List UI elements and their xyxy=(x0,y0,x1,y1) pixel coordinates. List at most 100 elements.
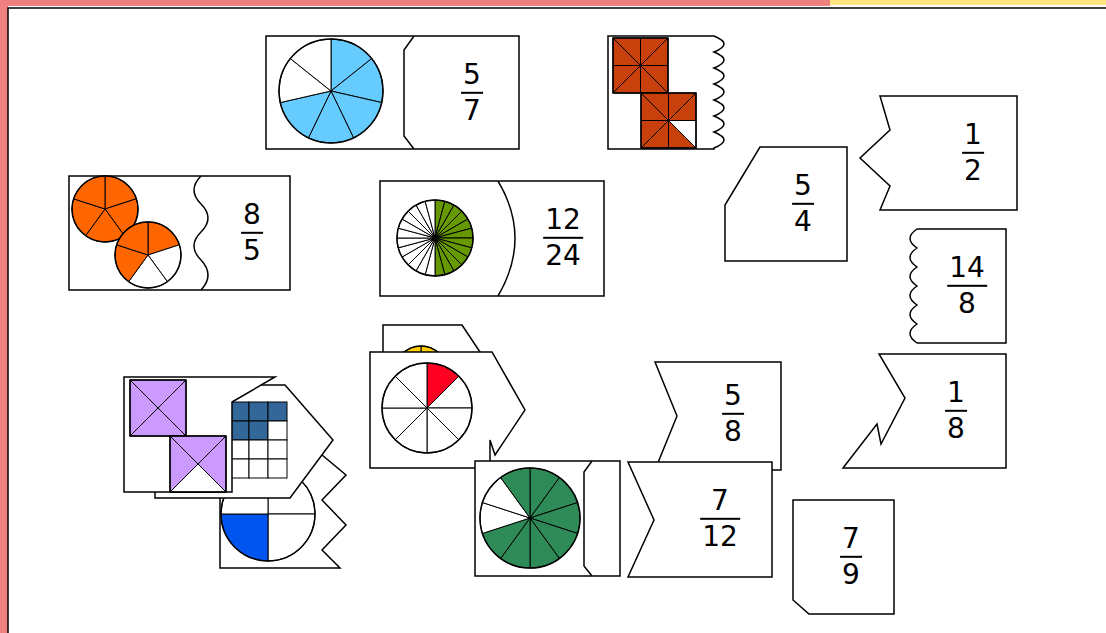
pie-picture xyxy=(480,468,580,568)
square-part xyxy=(641,93,669,121)
numerator: 5 xyxy=(791,170,815,202)
square-part xyxy=(669,121,697,149)
piece-border xyxy=(628,462,772,577)
pie-sector xyxy=(427,376,472,408)
square-outline xyxy=(613,38,668,93)
square-part xyxy=(641,38,669,66)
piece-joint xyxy=(404,36,414,149)
fraction-piece: 12 xyxy=(860,96,1017,210)
square-part xyxy=(641,66,669,94)
numerator: 8 xyxy=(240,199,264,231)
denominator: 24 xyxy=(542,240,584,272)
fraction-bar xyxy=(700,518,740,520)
fraction-piece: 58 xyxy=(655,362,781,470)
fraction: 79 xyxy=(839,523,863,591)
denominator: 7 xyxy=(460,95,484,127)
pie-sector xyxy=(427,408,459,453)
grid-cell xyxy=(268,459,287,478)
puzzle-piece xyxy=(475,461,620,576)
grid-cell xyxy=(268,440,287,459)
square-part xyxy=(669,93,697,121)
piece-border xyxy=(725,147,847,261)
grid-cell xyxy=(268,402,287,421)
numerator: 14 xyxy=(946,252,988,284)
numerator: 5 xyxy=(721,380,745,412)
fraction-bar xyxy=(543,237,583,239)
denominator: 4 xyxy=(791,206,815,238)
piece-joint xyxy=(498,181,515,296)
pie-outline xyxy=(397,200,473,276)
puzzle-piece xyxy=(124,377,275,492)
fraction-piece: 18 xyxy=(843,354,1006,468)
grid-cell xyxy=(230,440,249,459)
frame-strip xyxy=(0,0,830,6)
pie-sector xyxy=(395,363,427,408)
piece-border xyxy=(793,500,894,614)
piece-outline xyxy=(725,147,847,261)
grid-cell xyxy=(230,402,249,421)
piece-border xyxy=(266,36,519,149)
frame-strip xyxy=(0,0,8,633)
square-part xyxy=(613,66,641,94)
fraction-piece: 79 xyxy=(793,500,894,614)
pie-outline xyxy=(382,363,472,453)
fraction-bar xyxy=(241,232,263,234)
fraction-piece: 1224 xyxy=(380,181,604,296)
piece-joint xyxy=(584,461,592,576)
pie-picture xyxy=(382,363,472,453)
numerator: 1 xyxy=(961,119,985,151)
fraction: 85 xyxy=(240,199,264,267)
fraction-bar xyxy=(722,413,744,415)
fraction: 54 xyxy=(791,170,815,238)
denominator: 2 xyxy=(961,155,985,187)
square-part xyxy=(669,121,697,149)
square-part xyxy=(130,380,158,436)
grid-cell xyxy=(249,402,268,421)
numerator: 1 xyxy=(944,377,968,409)
piece-joint xyxy=(194,176,208,290)
denominator: 8 xyxy=(944,413,968,445)
fraction-bar xyxy=(947,285,987,287)
grid-cell xyxy=(268,421,287,440)
piece-border xyxy=(69,176,290,290)
fraction-bar xyxy=(945,410,967,412)
square-part xyxy=(170,436,198,492)
grid-cell xyxy=(249,459,268,478)
piece-outline xyxy=(655,362,781,470)
fraction: 58 xyxy=(721,380,745,448)
pie-sector xyxy=(397,238,435,248)
pie-sector xyxy=(435,238,445,276)
pie-outline xyxy=(279,39,383,143)
piece-border xyxy=(380,181,604,296)
square-part xyxy=(641,121,669,149)
square-outline xyxy=(641,93,696,148)
grid-cell xyxy=(249,421,268,440)
denominator: 8 xyxy=(946,288,988,320)
grid-cell xyxy=(230,459,249,478)
denominator: 5 xyxy=(240,235,264,267)
numerator: 12 xyxy=(542,204,584,236)
pie-outline xyxy=(480,468,580,568)
fraction-bar xyxy=(461,92,483,94)
square-part xyxy=(613,38,641,66)
grid-cell xyxy=(249,440,268,459)
square-part xyxy=(669,93,697,121)
grid-cell xyxy=(230,421,249,440)
frame-line xyxy=(8,8,1106,633)
pie-sector xyxy=(117,222,148,255)
piece-border xyxy=(843,354,1006,468)
fraction: 1224 xyxy=(542,204,584,272)
piece-border xyxy=(910,229,1006,343)
pie-outline xyxy=(115,222,181,288)
puzzle-piece xyxy=(370,352,525,468)
denominator: 9 xyxy=(839,559,863,591)
pie-sector xyxy=(290,39,331,91)
square-picture xyxy=(613,38,696,148)
grid-picture xyxy=(230,402,287,478)
square-picture xyxy=(130,380,226,492)
fraction: 12 xyxy=(961,119,985,187)
fraction-piece: 85 xyxy=(69,176,290,290)
square-outline xyxy=(130,380,186,436)
square-outline xyxy=(170,436,226,492)
numerator: 7 xyxy=(699,485,741,517)
